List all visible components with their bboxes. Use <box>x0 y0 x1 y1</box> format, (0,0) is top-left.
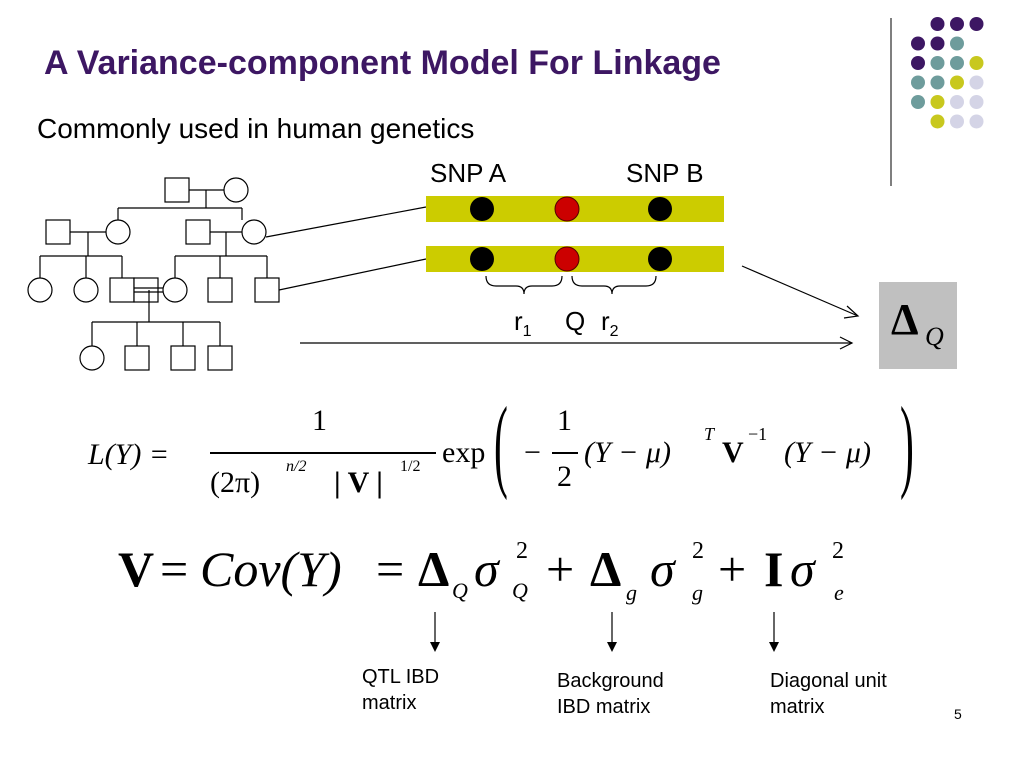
decor-dot <box>969 17 984 31</box>
background-ibd-annotation: Background IBD matrix <box>557 670 664 718</box>
page-number: 5 <box>954 706 962 722</box>
snp-a-marker <box>470 247 494 271</box>
decor-dot <box>911 56 925 70</box>
decor-dot <box>911 36 925 51</box>
pedigree-female <box>73 277 99 303</box>
slide-title: A Variance-component Model For Linkage <box>44 44 721 82</box>
connector-line <box>265 206 427 238</box>
arrow-to-delta <box>741 265 859 317</box>
decor-dot <box>950 36 964 51</box>
pedigree-female <box>27 277 53 303</box>
decor-dot <box>969 75 984 90</box>
decor-dot <box>930 56 945 70</box>
snp-b-label: SNP B <box>626 158 704 188</box>
pedigree-male <box>45 219 71 245</box>
snp-b-marker <box>648 197 672 221</box>
pedigree-male <box>207 277 233 303</box>
decor-dot <box>950 17 964 31</box>
decor-dot <box>950 75 964 90</box>
decor-dot <box>911 75 925 90</box>
connector-line <box>278 258 427 291</box>
decor-dot <box>950 95 964 109</box>
diagonal-unit-annotation: Diagonal unit matrix <box>770 670 887 718</box>
qtl-marker <box>554 246 580 272</box>
slide-subtitle: Commonly used in human genetics <box>37 113 475 144</box>
r2-label: r2 <box>601 306 619 341</box>
r1-brace <box>485 275 563 295</box>
delta-symbol: Δ <box>891 295 919 344</box>
snp-b-marker <box>648 247 672 271</box>
decor-dot <box>930 17 945 31</box>
decor-dot <box>930 114 945 129</box>
pedigree-male <box>133 277 159 303</box>
pedigree-female <box>79 345 105 371</box>
r2-brace <box>571 275 657 295</box>
pedigree-male <box>170 345 196 371</box>
qtl-ibd-annotation: QTL IBD matrix <box>362 666 440 714</box>
pedigree-male <box>207 345 233 371</box>
pedigree-female <box>162 277 188 303</box>
pedigree-male <box>109 277 135 303</box>
delta-subscript: Q <box>925 322 944 351</box>
pedigree-male <box>164 177 190 203</box>
r1-label: r1 <box>514 306 532 341</box>
decor-dot <box>930 95 945 109</box>
q-label: Q <box>565 306 586 336</box>
delta-q-box: Δ Q <box>879 282 957 369</box>
decor-dot <box>969 95 984 109</box>
decor-dot <box>930 75 945 90</box>
snp-a-label: SNP A <box>430 158 507 188</box>
decor-dot <box>969 114 984 129</box>
pedigree-male <box>124 345 150 371</box>
qtl-marker <box>554 196 580 222</box>
decor-dot <box>930 36 945 51</box>
decor-dot <box>950 56 964 70</box>
snp-a-marker <box>470 197 494 221</box>
decor-dot <box>950 114 964 129</box>
decor-dot <box>911 95 925 109</box>
decor-dot <box>969 56 984 70</box>
